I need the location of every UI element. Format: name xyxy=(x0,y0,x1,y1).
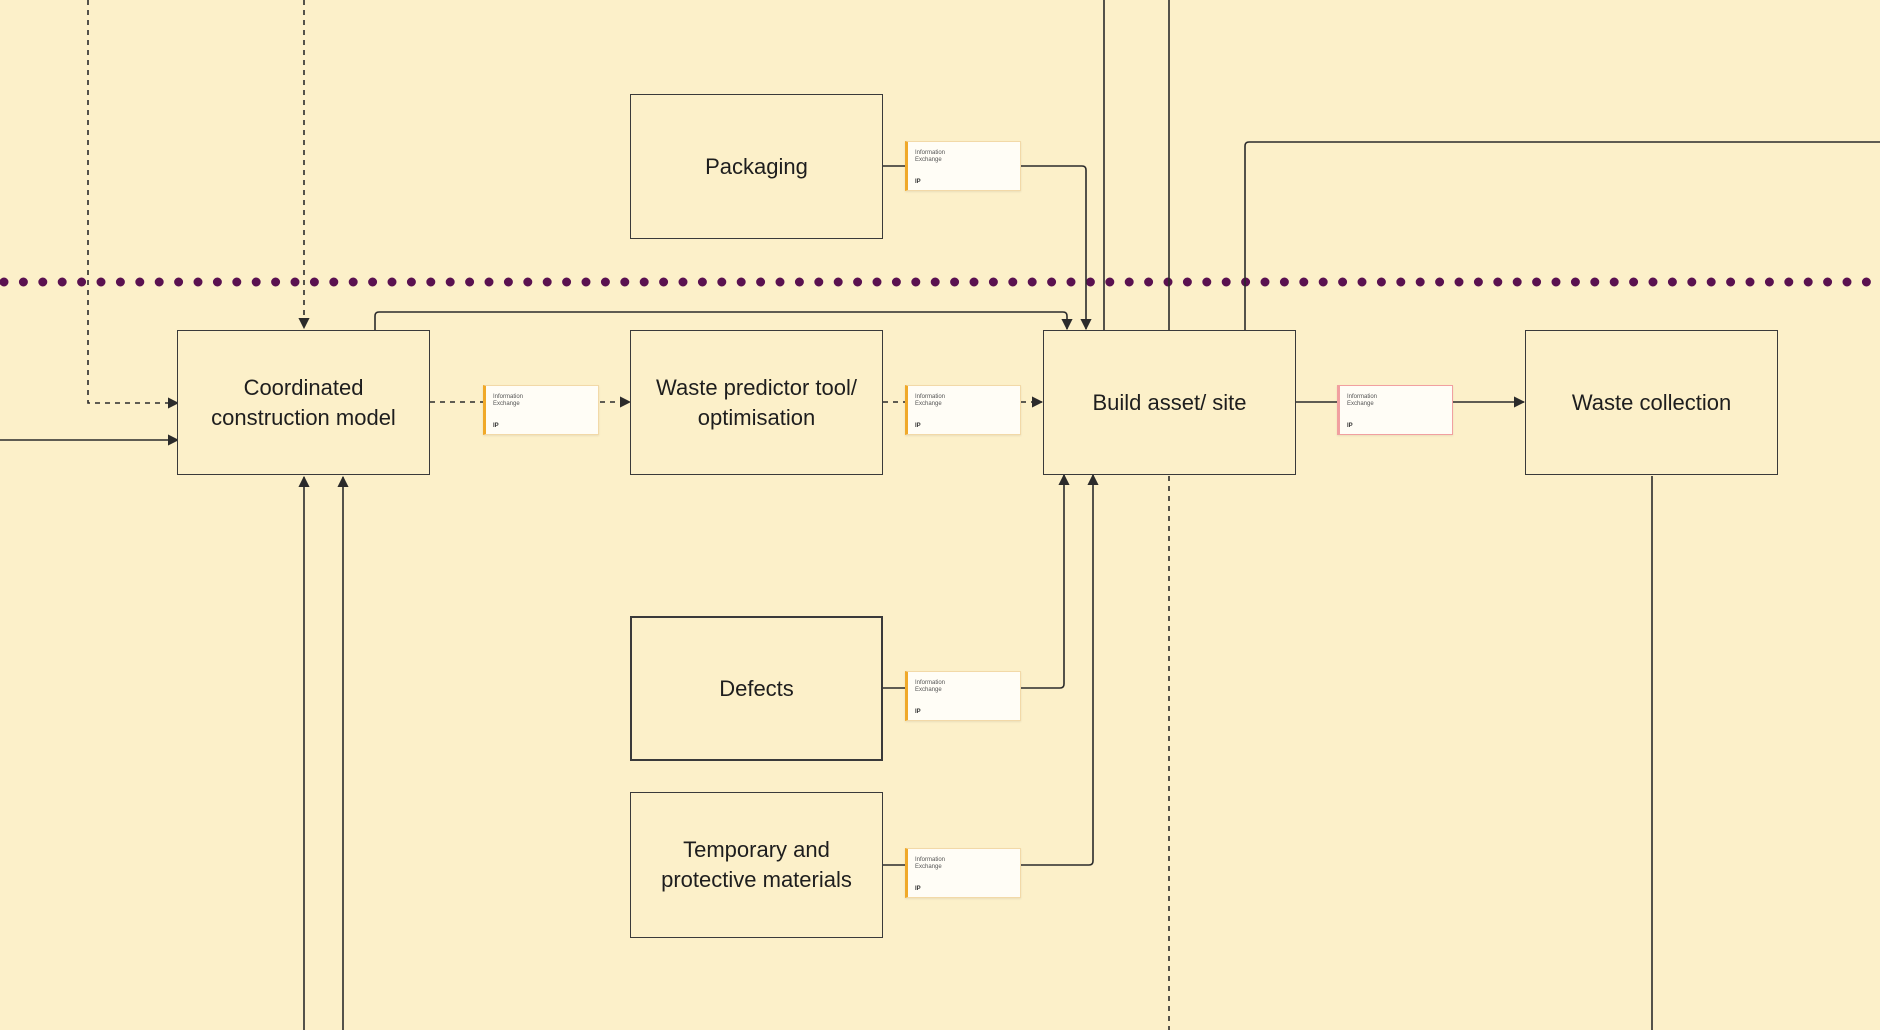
node-waste-collection[interactable]: Waste collection xyxy=(1525,330,1778,475)
info-exchange-card-temporary[interactable]: Information Exchange IP xyxy=(905,848,1021,898)
info-exchange-tag: IP xyxy=(915,423,921,429)
node-label: Waste predictor tool/ optimisation xyxy=(656,374,857,430)
node-build-asset-site[interactable]: Build asset/ site xyxy=(1043,330,1296,475)
info-exchange-card-packaging[interactable]: Information Exchange IP xyxy=(905,141,1021,191)
node-label: Build asset/ site xyxy=(1092,389,1247,415)
info-exchange-card-defects[interactable]: Information Exchange IP xyxy=(905,671,1021,721)
info-exchange-card-predictor[interactable]: Information Exchange IP xyxy=(905,385,1021,435)
connector-build-to-right xyxy=(1244,141,1880,330)
node-label: Defects xyxy=(719,675,794,701)
connector-temp-ie-to-build xyxy=(1021,473,1099,866)
info-exchange-title: Information Exchange xyxy=(915,857,946,870)
node-waste-predictor[interactable]: Waste predictor tool/ optimisation xyxy=(630,330,883,475)
connector-packaging-ie-to-build xyxy=(1021,165,1092,331)
info-exchange-title: Information Exchange xyxy=(915,680,946,693)
info-exchange-title: Information Exchange xyxy=(1347,394,1378,407)
info-exchange-tag: IP xyxy=(915,709,921,715)
node-label: Coordinated construction model xyxy=(211,374,396,430)
node-label: Temporary and protective materials xyxy=(661,837,852,892)
info-exchange-tag: IP xyxy=(493,423,499,429)
node-coordinated-construction-model[interactable]: Coordinated construction model xyxy=(177,330,430,475)
info-exchange-title: Information Exchange xyxy=(493,394,524,407)
info-exchange-tag: IP xyxy=(915,886,921,892)
info-exchange-title: Information Exchange xyxy=(915,394,946,407)
node-temporary-protective-materials[interactable]: Temporary and protective materials xyxy=(630,792,883,938)
info-exchange-card-model[interactable]: Information Exchange IP xyxy=(483,385,599,435)
node-packaging[interactable]: Packaging xyxy=(630,94,883,239)
info-exchange-tag: IP xyxy=(915,179,921,185)
node-label: Packaging xyxy=(705,153,808,179)
node-label: Waste collection xyxy=(1571,389,1732,415)
info-exchange-card-build[interactable]: Information Exchange IP xyxy=(1337,385,1453,435)
connector-model-to-build-top xyxy=(374,311,1073,331)
info-exchange-tag: IP xyxy=(1347,423,1353,429)
info-exchange-title: Information Exchange xyxy=(915,150,946,163)
node-defects[interactable]: Defects xyxy=(630,616,883,761)
connector-dashed-top-left xyxy=(87,0,180,409)
connector-defects-ie-to-build xyxy=(1021,473,1070,689)
